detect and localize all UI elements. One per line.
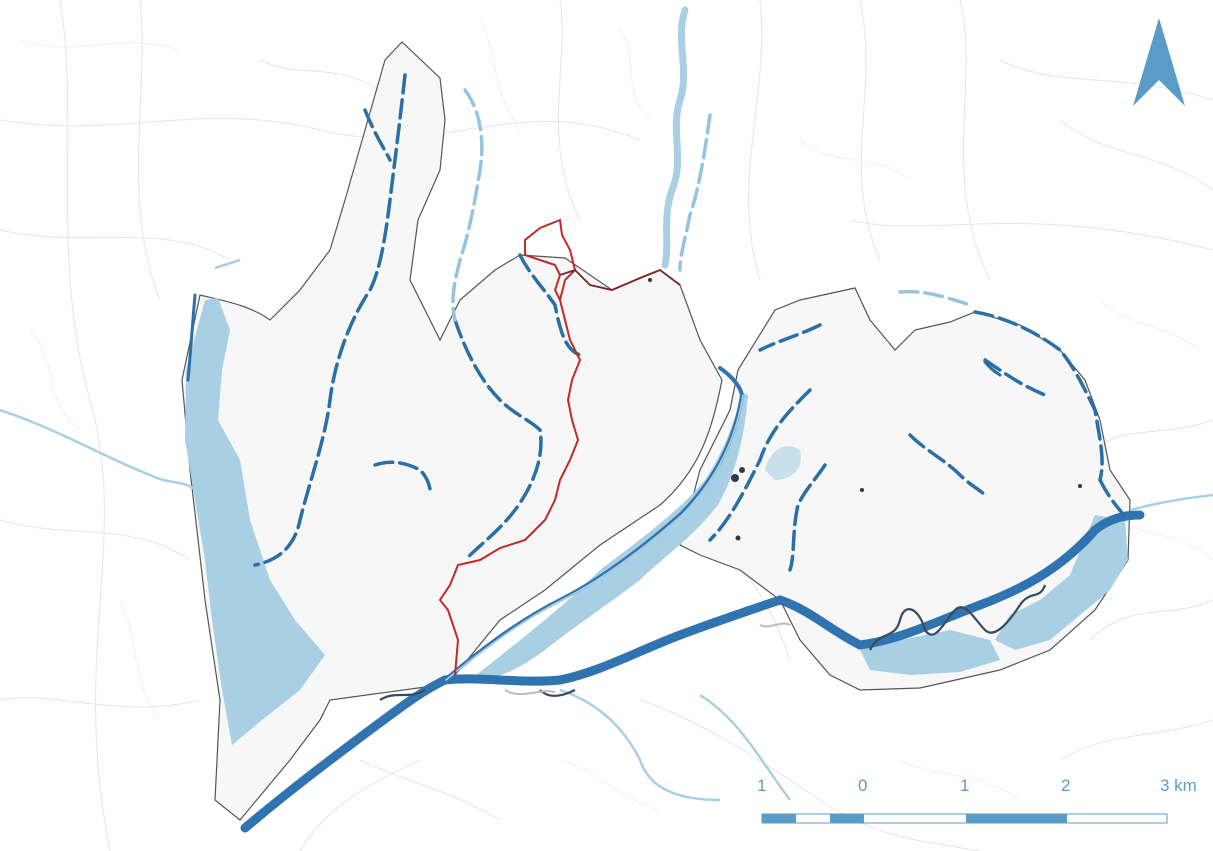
scale-seg-3 <box>966 814 1067 823</box>
scale-label-0: 0 <box>858 776 868 795</box>
scale-label-2: 2 <box>1061 776 1071 795</box>
north-arrow-icon <box>1133 18 1185 106</box>
highlighted-district-boundary <box>438 218 582 676</box>
grey-channels <box>504 622 791 695</box>
scale-label-1: 1 <box>960 776 970 795</box>
light-rivers <box>0 258 1213 802</box>
small-streams <box>186 293 1002 382</box>
base-map-minor-roads <box>19 19 1213 811</box>
scale-bar <box>761 813 1168 824</box>
streams-dashed <box>253 73 1130 572</box>
urban-spots <box>648 278 1082 541</box>
scale-seg-1 <box>762 814 796 823</box>
river-north <box>661 6 689 269</box>
main-river <box>240 366 1145 833</box>
lake-inlet <box>765 446 801 480</box>
lagoon-east <box>995 515 1128 650</box>
streams-dashed-light <box>451 88 972 322</box>
scale-seg-2 <box>830 814 864 823</box>
scale-label-1-left: 1 <box>757 776 767 795</box>
scale-label-3km: 3 km <box>1160 776 1197 795</box>
highlighted-boundary-north <box>559 268 681 291</box>
lake-west <box>185 298 325 745</box>
